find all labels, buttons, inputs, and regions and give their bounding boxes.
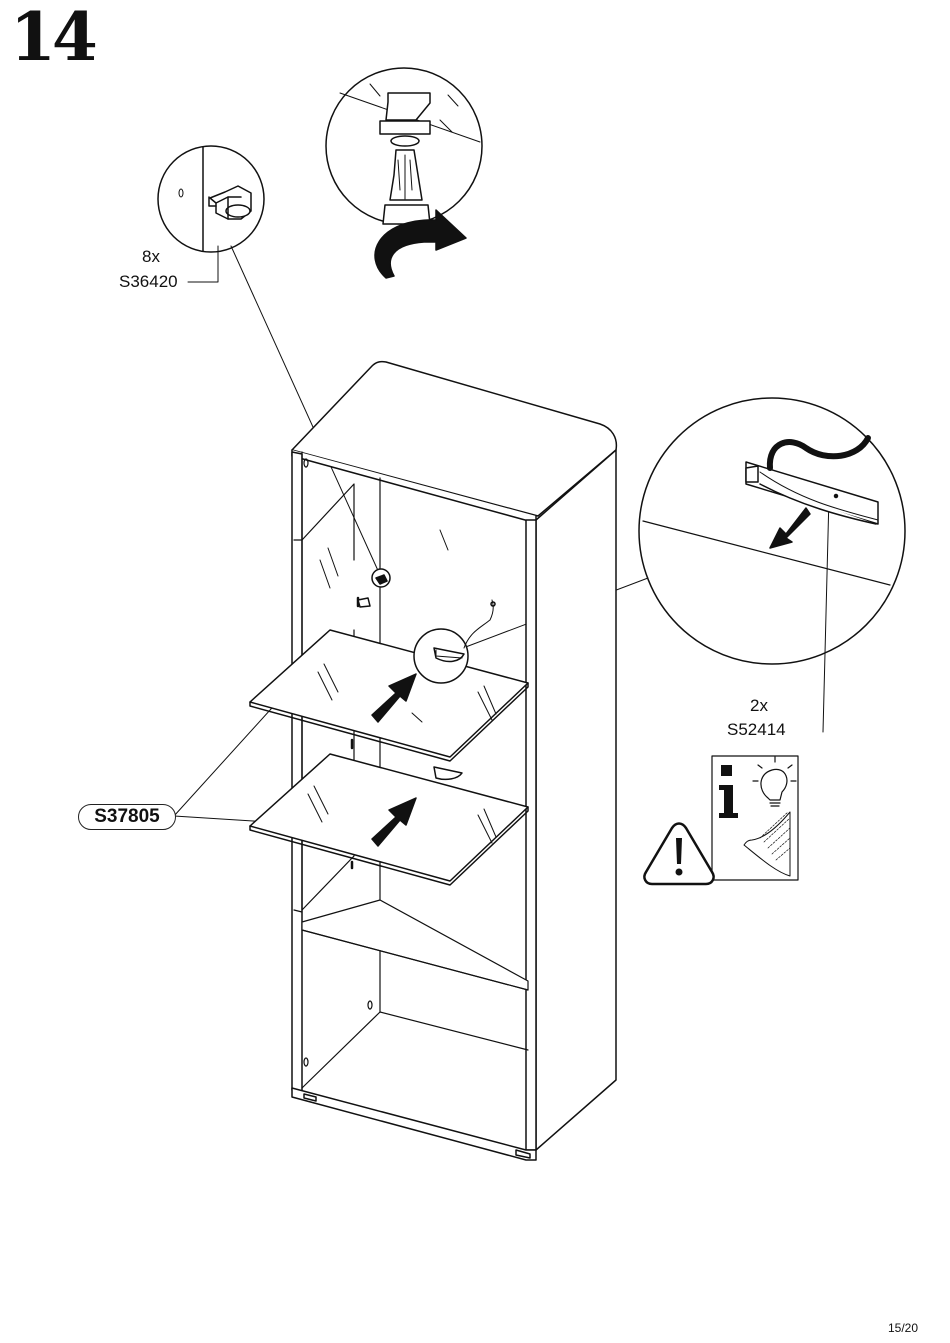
glass-shelf-part-label: S37805 <box>78 804 176 830</box>
shelf-support-icon <box>209 186 251 219</box>
warning-icon <box>644 824 713 885</box>
shelf-clip-part: S52414 <box>727 721 786 738</box>
down-arrow-icon <box>770 508 810 548</box>
shelf-support-part: S36420 <box>119 273 178 290</box>
shelf-support-detail <box>158 146 264 252</box>
page-number: 15/20 <box>888 1321 918 1335</box>
shelf-clip-detail <box>639 398 905 664</box>
screwdriver-icon <box>383 150 430 224</box>
screwdriver-detail <box>326 68 482 224</box>
shelf-clip-qty: 2x <box>750 697 768 714</box>
shelf-support-qty: 8x <box>142 248 160 265</box>
